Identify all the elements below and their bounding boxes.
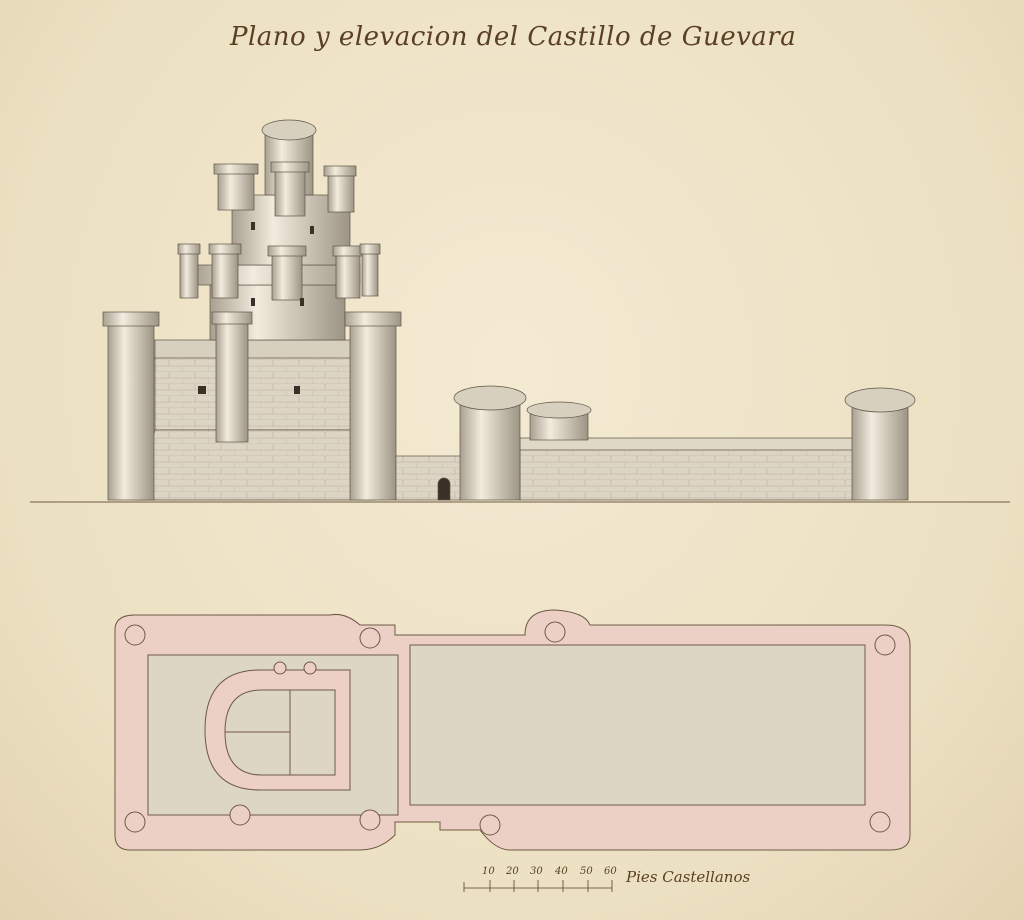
scale-tick-label: 50 [580,866,593,877]
scale-tick-label: 10 [482,866,495,877]
drawing-title: Plano y elevacion del Castillo de Guevar… [230,22,797,52]
scale-unit-label: Pies Castellanos [626,868,751,886]
scale-tick-label: 60 [604,866,617,877]
scale-tick-label: 30 [530,866,543,877]
scale-tick-label: 20 [506,866,519,877]
scale-tick-label: 40 [555,866,568,877]
scale-bar [463,880,613,892]
elevation-curtain-wall [395,385,916,501]
elevation-keep [102,119,402,501]
floor-plan [114,609,911,851]
